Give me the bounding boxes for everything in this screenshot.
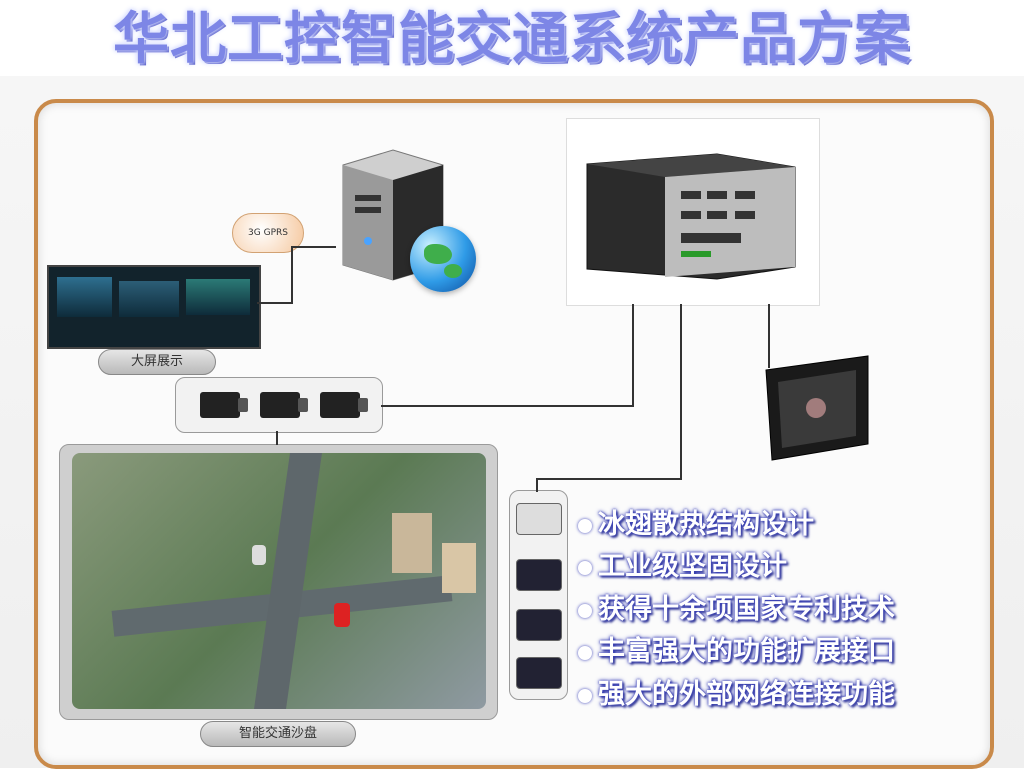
bullet-icon: [578, 560, 592, 575]
feature-text: 获得十余项国家专利技术: [598, 594, 895, 625]
feature-text: 丰富强大的功能扩展接口: [598, 636, 895, 667]
sand-table-frame: [59, 444, 498, 720]
camera-icon: [260, 392, 308, 418]
wire: [276, 431, 278, 445]
industrial-pc-panel: [566, 118, 820, 306]
bullet-icon: [578, 603, 592, 618]
wire: [381, 405, 633, 407]
wire: [536, 478, 538, 492]
sand-table-image: [72, 453, 486, 709]
sensor-device-icon: [516, 559, 562, 591]
camera-icon: [320, 392, 368, 418]
page-title: 华北工控智能交通系统产品方案: [113, 7, 911, 72]
video-wall-label: 大屏展示: [98, 349, 216, 375]
touch-panel-icon: [756, 352, 874, 462]
video-wall: [47, 265, 261, 349]
feature-item: 工业级坚固设计: [578, 544, 787, 583]
wire: [632, 304, 634, 407]
sensor-device-icon: [516, 609, 562, 641]
bullet-icon: [578, 688, 592, 703]
feature-text: 工业级坚固设计: [598, 551, 787, 582]
camera-group: [175, 377, 383, 433]
sensor-device-icon: [516, 657, 562, 689]
bullet-icon: [578, 518, 592, 533]
feature-text: 强大的外部网络连接功能: [598, 679, 895, 710]
wire: [768, 304, 770, 368]
wire: [291, 246, 336, 248]
wire: [257, 302, 292, 304]
feature-item: 丰富强大的功能扩展接口: [578, 629, 895, 668]
camera-icon: [200, 392, 248, 418]
feature-item: 冰翅散热结构设计: [578, 502, 814, 541]
wire: [291, 246, 293, 304]
globe-icon: [410, 226, 476, 292]
wire: [680, 304, 682, 480]
sand-table-label: 智能交通沙盘: [200, 721, 356, 747]
sensor-column: [509, 490, 568, 700]
sensor-device-icon: [516, 503, 562, 535]
bullet-icon: [578, 645, 592, 660]
feature-item: 获得十余项国家专利技术: [578, 587, 895, 626]
feature-text: 冰翅散热结构设计: [598, 509, 814, 540]
wire: [536, 478, 682, 480]
feature-item: 强大的外部网络连接功能: [578, 672, 895, 711]
